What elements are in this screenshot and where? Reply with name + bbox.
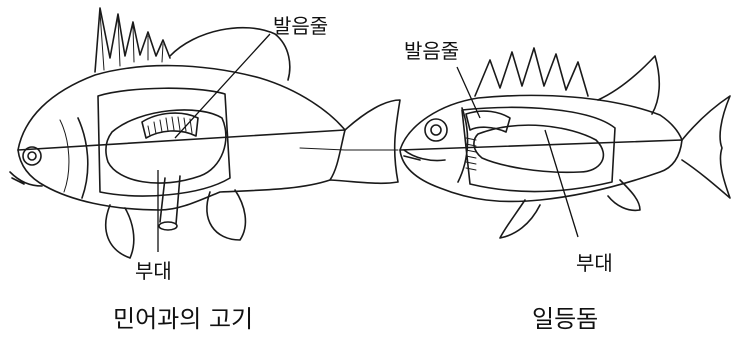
right-swim-bladder-label: 부대	[576, 251, 613, 275]
right-sonic-muscle-label: 발음줄	[404, 39, 459, 63]
right-caption: 일등돔	[532, 305, 598, 333]
left-caption: 민어과의 고기	[113, 305, 253, 333]
left-swim-bladder-label: 부대	[135, 259, 172, 283]
croaker-fish-illustration	[10, 8, 400, 258]
label-leader-lines	[158, 34, 578, 252]
left-sonic-muscle-label: 발음줄	[273, 14, 328, 38]
squirrelfish-illustration	[400, 48, 730, 238]
